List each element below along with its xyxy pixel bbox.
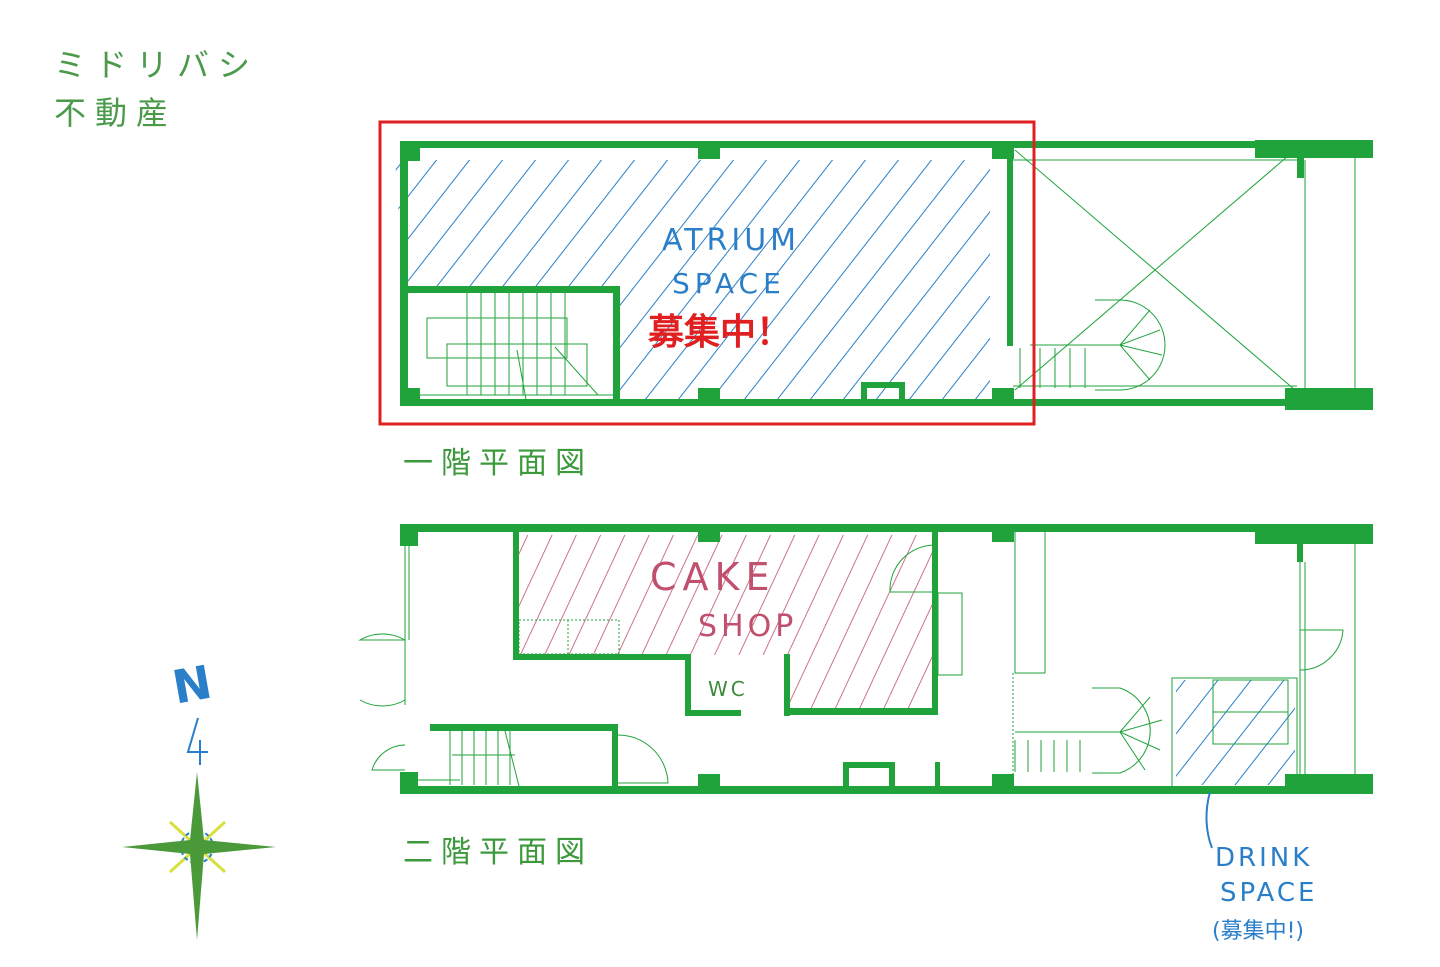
brand-subtitle: 不動産 (54, 94, 178, 132)
atrium-hatch (395, 160, 990, 400)
drink-label: DRINK (1215, 843, 1312, 873)
drink-space-label: SPACE (1220, 878, 1317, 908)
drink-space-hatch (1176, 680, 1295, 785)
floor2-plan: CAKE SHOP WC DRINK SPACE (募集中!) (358, 524, 1373, 944)
floor2-walls (400, 524, 1373, 794)
wc-label: WC (708, 677, 748, 701)
available-space-highlight (378, 120, 1036, 426)
brand-name: ミドリバシ (54, 46, 260, 84)
floor1-walls (400, 140, 1373, 410)
compass-star-icon (122, 772, 276, 940)
cake-label: CAKE (650, 555, 775, 599)
floor1-caption: 一階平面図 (403, 446, 593, 481)
space-label: SPACE (672, 267, 786, 300)
compass: N (122, 655, 276, 940)
drink-recruiting-label: (募集中!) (1212, 919, 1304, 944)
floor1-stair (408, 293, 613, 406)
floor1-plan: ATRIUM SPACE 募集中！ (378, 120, 1373, 426)
shop-label: SHOP (698, 609, 797, 644)
floor1-right-void (1013, 149, 1356, 391)
atrium-label: ATRIUM (662, 223, 800, 258)
north-label: N (168, 655, 215, 715)
north-arrow-icon (186, 717, 208, 765)
cake-shop-hatch (519, 535, 933, 708)
floor2-caption: 二階平面図 (403, 835, 593, 870)
recruiting-label: 募集中！ (647, 311, 792, 353)
door-arc (358, 633, 406, 707)
floor2-details (358, 529, 1356, 849)
